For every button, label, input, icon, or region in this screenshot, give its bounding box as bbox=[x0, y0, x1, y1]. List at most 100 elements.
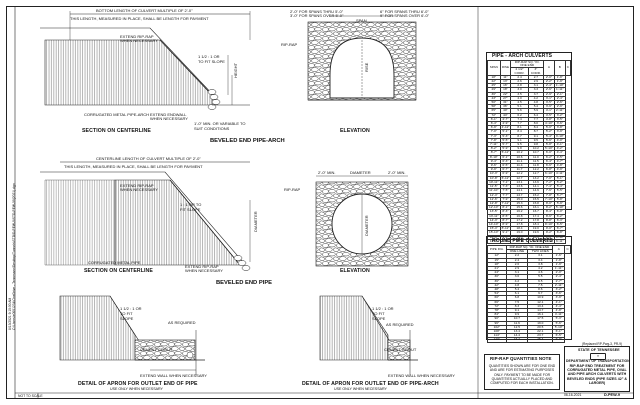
replaced-note: (Replaced RP-Pwg-3, PR-9) bbox=[582, 342, 623, 346]
as-required-2-label: AS REQUIRED bbox=[386, 322, 414, 327]
riprap-2-label: RIP-RAP bbox=[284, 187, 301, 192]
tdot-logo: ✦ bbox=[590, 353, 606, 360]
apron-arch-subtitle: USE ONLY WHEN NECESSARY bbox=[334, 387, 387, 391]
section-title-1: SECTION ON CENTERLINE bbox=[82, 128, 151, 134]
pipe-arch-table-title: PIPE - ARCH CULVERTS bbox=[492, 53, 553, 59]
extend-endwall-label: EXTEND ENDWALL bbox=[150, 112, 187, 117]
sheet-date: 06-16-2021 bbox=[564, 393, 582, 397]
quantity-note-title: RIP-RAP QUANTITIES NOTE bbox=[490, 356, 552, 361]
dim-centerline-length: CENTERLINE LENGTH OF CULVERT MULTIPLE OF… bbox=[96, 156, 201, 161]
scale-label: NOT TO SCALE bbox=[18, 394, 43, 398]
span-label: SPAN bbox=[356, 18, 367, 23]
diameter-v-label: DIAMETER bbox=[364, 215, 369, 236]
table-cell: 6'-8" bbox=[552, 337, 566, 343]
table-cell: 20.6 bbox=[527, 238, 544, 244]
table-cell: 6'-11" bbox=[553, 238, 566, 244]
table-cell: 25.4 bbox=[527, 337, 554, 343]
col-header: RIP-RAP SQ. YD. ONE END bbox=[510, 59, 544, 69]
col-header: C bbox=[564, 60, 572, 76]
table-cell: 120" bbox=[487, 337, 507, 343]
title-beveled-end-pipe: BEVELED END PIPE bbox=[216, 280, 273, 286]
table-cell: 16'-7" bbox=[487, 238, 501, 244]
round-table-title: ROUND PIPE CULVERTS bbox=[492, 238, 553, 244]
when-necessary-2-label: WHEN NECESSARY bbox=[150, 116, 188, 121]
footing-label: 1'-0" MIN. OR VARIABLE TO SUIT CONDITION… bbox=[194, 121, 246, 131]
quantity-note-box bbox=[484, 354, 560, 390]
elevation-title-2: ELEVATION bbox=[340, 268, 370, 274]
col-header: SPAN bbox=[487, 60, 501, 76]
elevation-pipe bbox=[315, 175, 409, 267]
corrugated-arch-label: CORRUGATED METAL PIPE-ARCH bbox=[84, 112, 150, 117]
extend-wall-2-label: EXTEND WALL WHEN NECESSARY bbox=[388, 373, 455, 378]
sheet-number: D-PEW-9 bbox=[604, 393, 620, 397]
col-header: A bbox=[542, 60, 555, 76]
apron-slope-label: 1 1/2 : 1 OR TO FIT SLOPE bbox=[120, 306, 142, 321]
when-necessary-label: WHEN NECESSARY bbox=[120, 38, 158, 43]
cement-grout-label: CEMENT GROUT bbox=[140, 347, 173, 352]
dept-label: DEPARTMENT OF TRANSPORTATION bbox=[566, 359, 630, 363]
extend-riprap-2-label: EXTEND RIP-RAP bbox=[120, 183, 154, 188]
table-cell: 9'-6" bbox=[542, 238, 555, 244]
rise-label: RISE bbox=[364, 62, 369, 72]
slope-label: 1 1/2 : 1 OR TO FIT SLOPE bbox=[198, 54, 225, 64]
diameter-label: DIAMETER bbox=[253, 211, 258, 232]
col-subheader: 3" CORR. bbox=[527, 67, 544, 76]
quantity-note-body: QUANTITIES SHOWN ARE FOR ONE END AND ARE… bbox=[488, 364, 556, 386]
dim-payment-note: THIS LENGTH, MEASURED IN PLACE, SHALL BE… bbox=[70, 16, 209, 21]
section-pipe bbox=[40, 161, 251, 271]
extend-wall-label: EXTEND WALL WHEN NECESSARY bbox=[140, 373, 207, 378]
when-necessary-3-label: WHEN NECESSARY bbox=[120, 187, 158, 192]
extend-riprap-3-label: EXTEND RIP-RAP bbox=[185, 264, 219, 269]
as-required-label: AS REQUIRED bbox=[168, 320, 196, 325]
height-label: HEIGHT bbox=[233, 62, 238, 78]
title-block bbox=[564, 346, 630, 392]
elevation-pipe-arch bbox=[307, 15, 417, 101]
span-note-3: 6" FOR SPANS THRU 6'-0" bbox=[380, 9, 429, 14]
col-header: B bbox=[553, 60, 566, 76]
span-note-4: 9" FOR SPANS OVER 6'-0" bbox=[380, 13, 430, 18]
min-left-label: 2'-0" MIN. bbox=[318, 170, 336, 175]
table-cell: 15.4 bbox=[505, 337, 529, 343]
slope-2-label: 1 : 1 OR TO FIT SLOPE bbox=[180, 202, 202, 212]
diameter-top-label: DIAMETER bbox=[350, 170, 371, 175]
span-note-2: 3'-0" FOR SPANS OVER 5'-0" bbox=[290, 13, 344, 18]
col-header: C bbox=[564, 244, 571, 255]
riprap-label: RIP-RAP bbox=[281, 42, 298, 47]
corrugated-pipe-label: CORRUGATED METAL PIPE bbox=[88, 260, 141, 265]
col-header: RISE bbox=[499, 60, 512, 76]
apron-arch-slope-label: 1 1/2 : 1 OR TO FIT SLOPE bbox=[372, 306, 394, 321]
sidebar-filepath: C:\Users\e0001234\OneDrive - Tennessee\D… bbox=[12, 183, 16, 330]
sheet-title: RIP-RAP END TREATMENT FOR CORRUGATED MET… bbox=[566, 364, 628, 385]
title-beveled-end-pipe-arch: BEVELED END PIPE-ARCH bbox=[210, 138, 285, 144]
section-pipe-arch bbox=[40, 11, 251, 110]
state-label: STATE OF TENNESSEE bbox=[578, 348, 620, 352]
span-note-1: 2'-0" FOR SPANS THRU 5'-0" bbox=[290, 9, 344, 14]
round-table: PIPE DIA. RIP-RAP SQ. YD. ONE END A C ON… bbox=[487, 244, 571, 343]
pipe-arch-table: SPAN RISE RIP-RAP SQ. YD. ONE END A B C … bbox=[487, 59, 572, 244]
drawing-sheet bbox=[6, 6, 634, 399]
when-necessary-4-label: WHEN NECESSARY bbox=[185, 268, 223, 273]
cement-grout-2-label: CEMENT GROUT bbox=[384, 347, 417, 352]
section-title-2: SECTION ON CENTERLINE bbox=[84, 268, 153, 274]
apron-pipe-subtitle: USE ONLY WHEN NECESSARY bbox=[110, 387, 163, 391]
dim-bottom-length: BOTTOM LENGTH OF CULVERT MULTIPLE OF 2'-… bbox=[96, 8, 193, 13]
dim-payment-note-2: THIS LENGTH, MEASURED IN PLACE, SHALL BE… bbox=[64, 164, 203, 169]
apron-pipe-arch bbox=[319, 295, 418, 375]
apron-pipe-title: DETAIL OF APRON FOR OUTLET END OF PIPE bbox=[78, 381, 198, 387]
elevation-title-1: ELEVATION bbox=[340, 128, 370, 134]
extend-riprap-label: EXTEND RIP-RAP bbox=[120, 34, 154, 39]
